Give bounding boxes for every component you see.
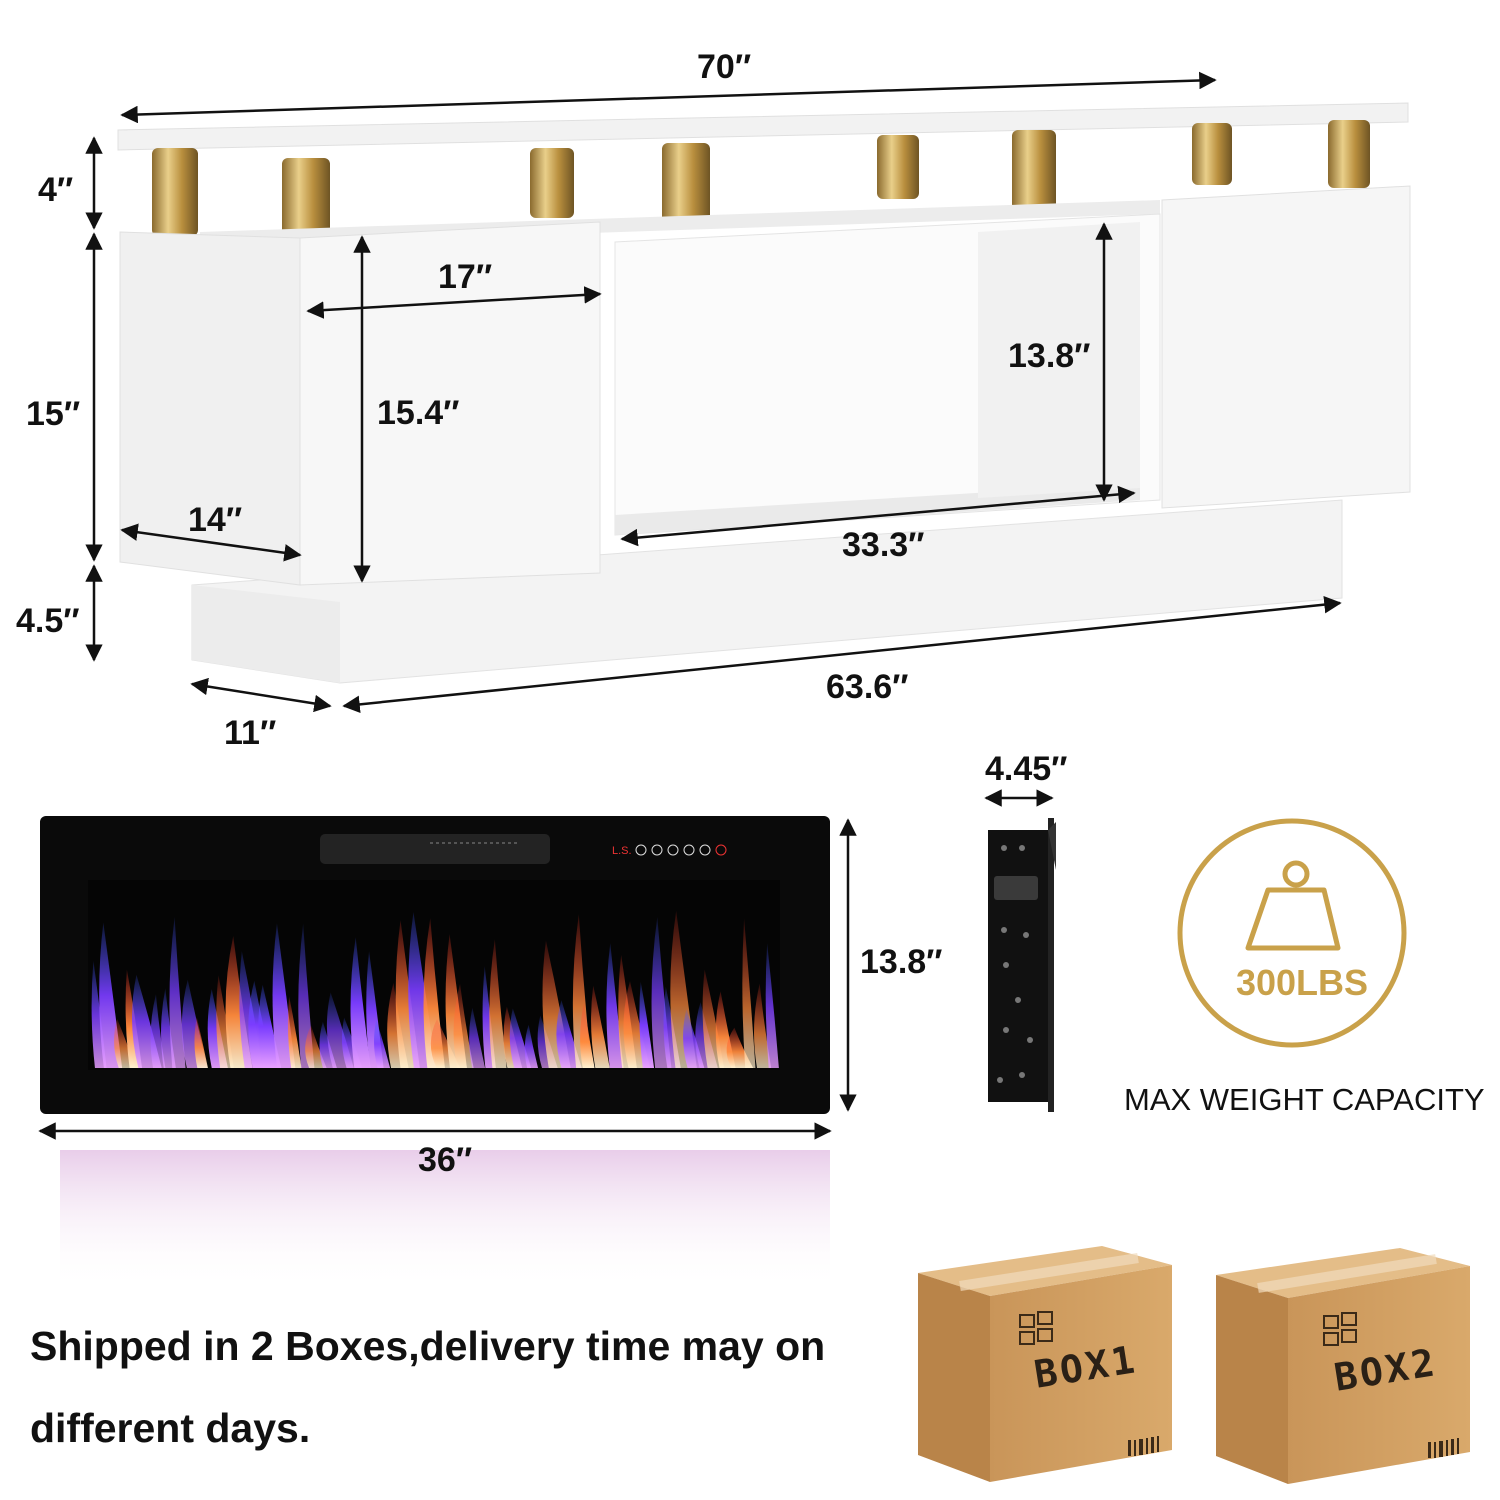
dim-shelf-height: 4″ xyxy=(38,171,74,209)
weight-caption: MAX WEIGHT CAPACITY xyxy=(1124,1082,1485,1117)
fireplace-reflection xyxy=(60,1150,830,1290)
fireplace-vent xyxy=(320,834,550,864)
dim-base-width: 63.6″ xyxy=(826,668,909,706)
weight-icon xyxy=(1245,860,1341,951)
flame-shape xyxy=(742,918,756,1068)
gold-legs xyxy=(152,120,1370,242)
dim-opening-height: 13.8″ xyxy=(1008,337,1091,375)
weight-badge-ring xyxy=(1177,818,1407,1048)
dim-cabinet-depth: 14″ xyxy=(188,501,243,539)
flame-shape xyxy=(194,1017,208,1068)
weight-value: 300LBS xyxy=(1235,962,1369,1003)
dimension-arrows-fireplace xyxy=(38,789,1054,1140)
dim-inner-width: 17″ xyxy=(438,258,493,296)
flame-shape xyxy=(169,916,186,1068)
dim-cabinet-height: 15″ xyxy=(26,395,81,433)
flame-shape xyxy=(453,983,474,1068)
dim-fireplace-width: 36″ xyxy=(418,1141,473,1179)
flame-shape xyxy=(350,937,371,1068)
box-2-barcode-icon xyxy=(1428,1438,1459,1458)
tv-stand xyxy=(117,102,1411,684)
fireplace-side-profile xyxy=(988,818,1056,1112)
flame-shape xyxy=(524,1024,539,1068)
right-cabinet xyxy=(1161,185,1411,509)
dim-opening-width: 33.3″ xyxy=(842,526,925,564)
dimension-arrows-stand xyxy=(85,71,1342,714)
control-text: L.S. xyxy=(612,845,632,857)
weight-badge xyxy=(1177,818,1407,1048)
flame-shape xyxy=(754,983,772,1068)
dim-base-depth: 11″ xyxy=(224,714,277,752)
dim-inner-height: 15.4″ xyxy=(377,394,460,432)
shipping-note: Shipped in 2 Boxes,delivery time may on … xyxy=(30,1323,826,1451)
dim-fireplace-height: 13.8″ xyxy=(860,943,943,981)
flames xyxy=(91,910,779,1068)
flame-shape xyxy=(489,939,507,1068)
flame-shape xyxy=(765,943,779,1068)
shipping-box-2 xyxy=(1216,1248,1470,1484)
flame-shape xyxy=(639,981,655,1068)
control-panel: L.S. xyxy=(612,844,727,857)
box-1-symbols-icon xyxy=(1019,1311,1053,1345)
flame-shape xyxy=(591,985,610,1068)
flame-shape xyxy=(374,1019,391,1068)
electric-fireplace: L.S. xyxy=(40,816,830,1290)
dim-fireplace-depth: 4.45″ xyxy=(985,750,1068,788)
dim-base-height: 4.5″ xyxy=(16,602,80,640)
box-2-symbols-icon xyxy=(1323,1312,1357,1346)
shipping-box-1 xyxy=(918,1246,1172,1482)
box-1-barcode-icon xyxy=(1128,1436,1159,1456)
flame-shape xyxy=(580,1002,595,1068)
flame-shape xyxy=(287,996,302,1068)
flame-shape xyxy=(469,1007,486,1068)
dim-top-width: 70″ xyxy=(697,48,752,86)
